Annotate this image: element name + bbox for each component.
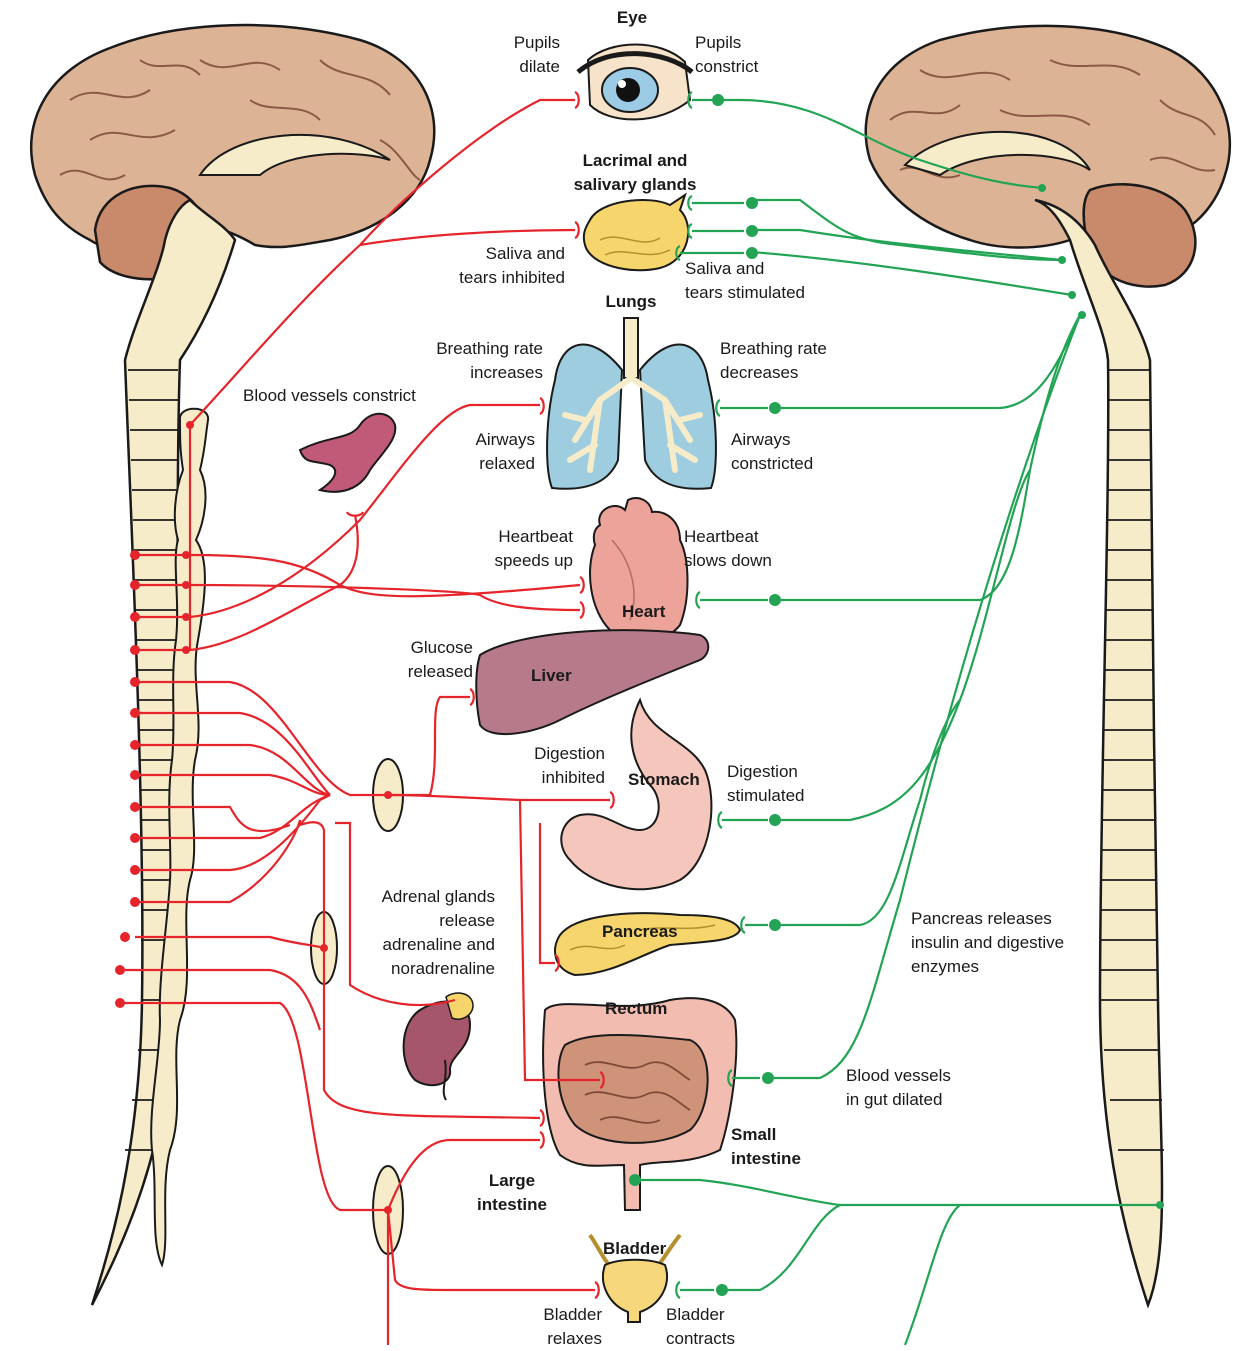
pancreas-releases-line-1: Pancreas releases xyxy=(911,907,1064,931)
pupils-constrict-line-2: constrict xyxy=(695,55,758,79)
glucose-line-2: released xyxy=(380,660,473,684)
digestion-inhibited-line-2: inhibited xyxy=(500,766,605,790)
lungs-icon xyxy=(547,318,716,489)
liver-icon xyxy=(476,630,708,734)
heartbeat-slows-line-1: Heartbeat xyxy=(684,525,772,549)
large-intestine-line-2: intestine xyxy=(462,1193,562,1217)
lacrimal-line-2: salivary glands xyxy=(560,173,710,197)
pancreas-label: Pancreas xyxy=(602,920,678,944)
blood-vessels-gut-label: Blood vessels in gut dilated xyxy=(846,1064,951,1112)
breathing-decreases-line-1: Breathing rate xyxy=(720,337,827,361)
stomach-icon xyxy=(561,700,711,889)
small-intestine-line-2: intestine xyxy=(731,1147,801,1171)
eye-label: Eye xyxy=(607,6,657,30)
lacrimal-line-1: Lacrimal and xyxy=(560,149,710,173)
airways-constricted-line-2: constricted xyxy=(731,452,813,476)
blood-vessels-constrict-label: Blood vessels constrict xyxy=(243,384,416,408)
saliva-stimulated-line-1: Saliva and xyxy=(685,257,805,281)
stomach-label: Stomach xyxy=(628,768,700,792)
adrenal-line-1: Adrenal glands xyxy=(355,885,495,909)
glucose-line-1: Glucose xyxy=(380,636,473,660)
heartbeat-speeds-label: Heartbeat speeds up xyxy=(450,525,573,573)
pancreas-releases-line-3: enzymes xyxy=(911,955,1064,979)
adrenal-glands-label: Adrenal glands release adrenaline and no… xyxy=(355,885,495,981)
saliva-inhibited-line-1: Saliva and xyxy=(420,242,565,266)
airways-constricted-label: Airways constricted xyxy=(731,428,813,476)
pancreas-releases-line-2: insulin and digestive xyxy=(911,931,1064,955)
breathing-increases-label: Breathing rate increases xyxy=(400,337,543,385)
adrenal-line-2: release xyxy=(355,909,495,933)
adrenal-line-3: adrenaline and xyxy=(355,933,495,957)
pupils-dilate-label: Pupils dilate xyxy=(480,31,560,79)
digestion-stimulated-label: Digestion stimulated xyxy=(727,760,804,808)
rectum-label: Rectum xyxy=(605,997,667,1021)
liver-label: Liver xyxy=(531,664,572,688)
pancreas-releases-label: Pancreas releases insulin and digestive … xyxy=(911,907,1064,979)
blood-vessels-gut-line-1: Blood vessels xyxy=(846,1064,951,1088)
saliva-stimulated-label: Saliva and tears stimulated xyxy=(685,257,805,305)
breathing-increases-line-2: increases xyxy=(400,361,543,385)
bladder-relaxes-line-1: Bladder xyxy=(520,1303,602,1327)
blood-vessels-gut-line-2: in gut dilated xyxy=(846,1088,951,1112)
bladder-relaxes-line-2: relaxes xyxy=(520,1327,602,1351)
small-intestine-line-1: Small xyxy=(731,1123,801,1147)
pupils-dilate-line-1: Pupils xyxy=(480,31,560,55)
adrenal-line-4: noradrenaline xyxy=(355,957,495,981)
bladder-contracts-label: Bladder contracts xyxy=(666,1303,735,1351)
large-intestine-label: Large intestine xyxy=(462,1169,562,1217)
blood-vessel-icon xyxy=(300,414,395,492)
airways-relaxed-line-2: relaxed xyxy=(440,452,535,476)
lungs-label: Lungs xyxy=(596,290,666,314)
small-intestine-label: Small intestine xyxy=(731,1123,801,1171)
digestion-inhibited-label: Digestion inhibited xyxy=(500,742,605,790)
left-brain xyxy=(31,25,434,248)
breathing-decreases-label: Breathing rate decreases xyxy=(720,337,827,385)
airways-relaxed-label: Airways relaxed xyxy=(440,428,535,476)
glucose-released-label: Glucose released xyxy=(380,636,473,684)
heartbeat-slows-line-2: slows down xyxy=(684,549,772,573)
bladder-label: Bladder xyxy=(603,1237,666,1261)
digestion-inhibited-line-1: Digestion xyxy=(500,742,605,766)
saliva-stimulated-line-2: tears stimulated xyxy=(685,281,805,305)
kidney-icon xyxy=(404,993,473,1100)
pupils-dilate-line-2: dilate xyxy=(480,55,560,79)
bladder-relaxes-label: Bladder relaxes xyxy=(520,1303,602,1351)
saliva-inhibited-label: Saliva and tears inhibited xyxy=(420,242,565,290)
heartbeat-speeds-line-1: Heartbeat xyxy=(450,525,573,549)
digestion-stimulated-line-2: stimulated xyxy=(727,784,804,808)
bladder-contracts-line-1: Bladder xyxy=(666,1303,735,1327)
salivary-gland-icon xyxy=(584,195,688,270)
airways-constricted-line-1: Airways xyxy=(731,428,813,452)
heart-label: Heart xyxy=(622,600,665,624)
pupils-constrict-label: Pupils constrict xyxy=(695,31,758,79)
pupils-constrict-line-1: Pupils xyxy=(695,31,758,55)
airways-relaxed-line-1: Airways xyxy=(440,428,535,452)
breathing-decreases-line-2: decreases xyxy=(720,361,827,385)
heartbeat-slows-label: Heartbeat slows down xyxy=(684,525,772,573)
eye-icon xyxy=(578,45,692,120)
heartbeat-speeds-line-2: speeds up xyxy=(450,549,573,573)
large-intestine-line-1: Large xyxy=(462,1169,562,1193)
lacrimal-glands-label: Lacrimal and salivary glands xyxy=(560,149,710,197)
breathing-increases-line-1: Breathing rate xyxy=(400,337,543,361)
bladder-contracts-line-2: contracts xyxy=(666,1327,735,1351)
digestion-stimulated-line-1: Digestion xyxy=(727,760,804,784)
saliva-inhibited-line-2: tears inhibited xyxy=(420,266,565,290)
